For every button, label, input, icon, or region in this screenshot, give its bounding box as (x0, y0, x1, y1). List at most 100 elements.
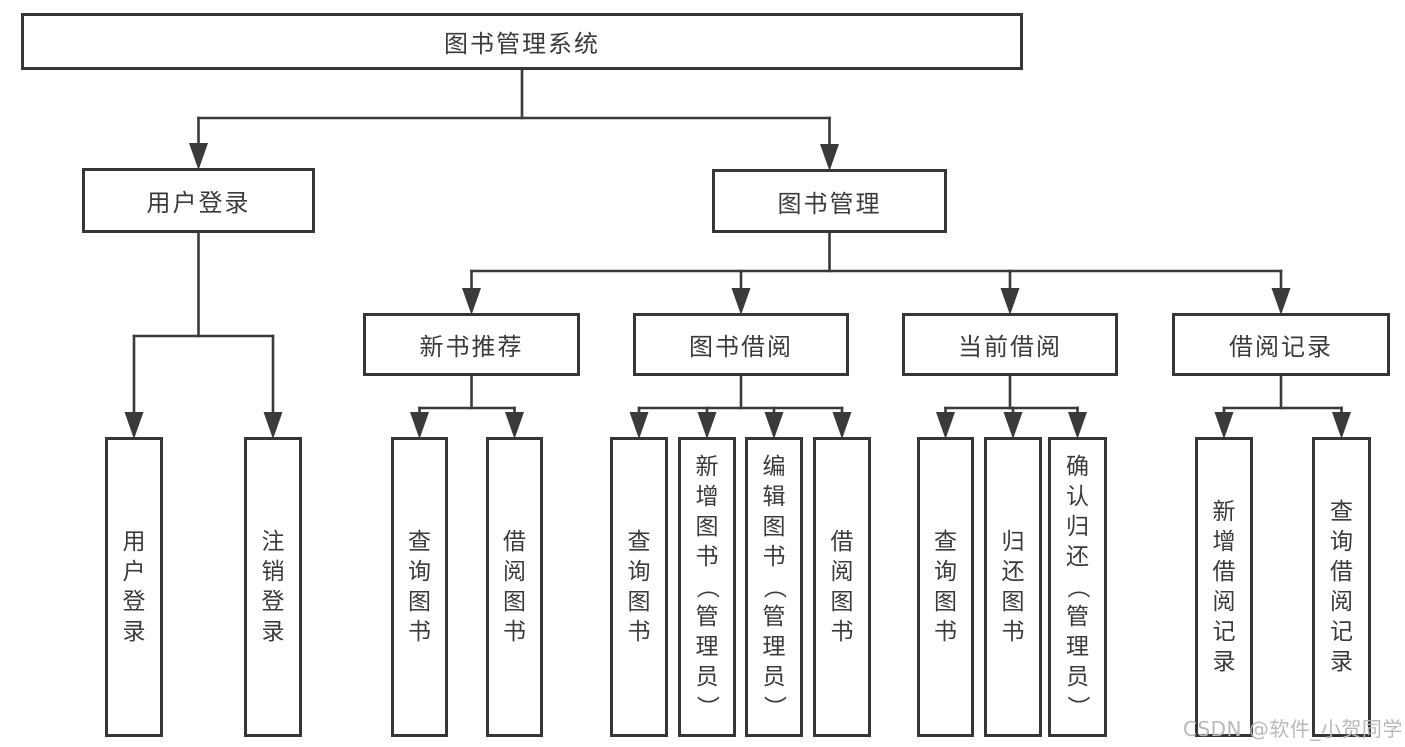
vertical-char: 询 (934, 559, 957, 585)
vertical-char: 查 (934, 529, 957, 555)
arrowhead-down-icon (505, 412, 524, 439)
vertical-char: 询 (627, 559, 651, 585)
node-leaf-user-login: 用户登录 (105, 437, 163, 737)
vertical-char: 借 (1330, 559, 1353, 585)
vertical-char: 员 (695, 664, 719, 690)
vertical-char: 阅 (503, 559, 526, 585)
vertical-char: 借 (830, 529, 854, 555)
node-leaf-return-books: 归还图书 (984, 437, 1042, 737)
vertical-char: 图 (408, 589, 431, 615)
vertical-char: 增 (1212, 529, 1236, 555)
node-book-borrowing: 图书借阅 (633, 313, 849, 376)
vertical-char: 记 (1212, 619, 1236, 645)
node-leaf-add-books-admin: 新增图书（管理员） (678, 437, 736, 737)
vertical-char: 记 (1330, 619, 1353, 645)
arrowhead-down-icon (697, 412, 717, 439)
arrowhead-down-icon (820, 144, 839, 171)
vertical-char: 书 (762, 544, 786, 570)
arrowhead-down-icon (410, 412, 429, 439)
vertical-char: 辑 (762, 484, 786, 510)
node-current-borrowing: 当前借阅 (902, 313, 1118, 376)
node-leaf-query-books-1: 查询图书 (391, 437, 448, 737)
node-leaf-confirm-return-admin: 确认归还 （ 管理员 ） (1048, 437, 1107, 737)
vertical-char: （ (694, 575, 720, 599)
vertical-char: 归 (1001, 529, 1025, 555)
arrowhead-down-icon (1003, 412, 1023, 439)
node-root: 图书管理系统 (21, 13, 1023, 70)
vertical-char: 理 (762, 634, 786, 660)
node-book-management: 图书管理 (712, 169, 947, 233)
node-leaf-add-borrow-record: 新增借阅记录 (1195, 437, 1253, 737)
vertical-char: 录 (261, 619, 285, 645)
vertical-char: 户 (122, 559, 146, 585)
vertical-char: ） (761, 695, 787, 719)
node-user-login: 用户登录 (82, 168, 315, 233)
node-borrowing-records: 借阅记录 (1172, 313, 1390, 376)
vertical-char: 图 (1001, 589, 1025, 615)
vertical-char: 注 (261, 529, 285, 555)
vertical-char: ） (694, 695, 720, 719)
vertical-char: 录 (122, 619, 146, 645)
vertical-char: ） (1064, 695, 1091, 719)
vertical-char: 书 (1001, 619, 1025, 645)
vertical-char: 管 (762, 604, 786, 630)
vertical-char: 书 (695, 544, 719, 570)
vertical-char: （ (1064, 575, 1091, 599)
vertical-char: 图 (503, 589, 526, 615)
node-leaf-borrow-books-2: 借阅图书 (813, 437, 871, 737)
vertical-char: 图 (695, 514, 719, 540)
vertical-char: 图 (830, 589, 854, 615)
vertical-char: 新 (695, 454, 719, 480)
vertical-char: （ (761, 575, 787, 599)
vertical-char: 书 (627, 619, 651, 645)
arrowhead-down-icon (764, 412, 784, 439)
arrowhead-down-icon (731, 288, 751, 315)
vertical-char: 图 (934, 589, 957, 615)
vertical-char: 还 (1066, 544, 1089, 570)
vertical-char: 理 (1066, 634, 1089, 660)
vertical-char: 销 (261, 559, 285, 585)
node-new-book-recommendation: 新书推荐 (363, 313, 580, 376)
vertical-char: 书 (408, 619, 431, 645)
vertical-char: 查 (1330, 499, 1353, 525)
arrowhead-down-icon (263, 412, 283, 439)
vertical-char: 员 (1066, 664, 1089, 690)
vertical-char: 确 (1066, 454, 1089, 480)
vertical-char: 查 (627, 529, 651, 555)
vertical-char: 书 (934, 619, 957, 645)
arrowhead-down-icon (1271, 288, 1291, 315)
vertical-char: 阅 (1330, 589, 1353, 615)
vertical-char: 增 (695, 484, 719, 510)
vertical-char: 询 (408, 559, 431, 585)
arrowhead-down-icon (1000, 288, 1020, 315)
vertical-char: 查 (408, 529, 431, 555)
node-leaf-query-books-3: 查询图书 (917, 437, 974, 737)
watermark: CSDN @软件_小贺同学 (1183, 717, 1403, 741)
vertical-char: 书 (503, 619, 526, 645)
arrowhead-down-icon (124, 412, 144, 439)
vertical-char: 还 (1001, 559, 1025, 585)
vertical-char: 阅 (830, 559, 854, 585)
vertical-char: 用 (122, 529, 146, 555)
node-leaf-query-borrow-record: 查询借阅记录 (1312, 437, 1371, 737)
arrowhead-down-icon (1214, 412, 1234, 439)
vertical-char: 理 (695, 634, 719, 660)
node-leaf-query-books-2: 查询图书 (610, 437, 668, 737)
arrowhead-down-icon (1068, 412, 1087, 439)
node-leaf-borrow-books-1: 借阅图书 (486, 437, 543, 737)
vertical-char: 录 (1330, 649, 1353, 675)
arrowhead-down-icon (189, 143, 208, 170)
vertical-char: 登 (261, 589, 285, 615)
vertical-char: 图 (762, 514, 786, 540)
vertical-char: 编 (762, 454, 786, 480)
node-leaf-logout: 注销登录 (244, 437, 302, 737)
vertical-char: 管 (1066, 604, 1089, 630)
vertical-char: 认 (1066, 484, 1089, 510)
vertical-char: 借 (503, 529, 526, 555)
vertical-char: 借 (1212, 559, 1236, 585)
vertical-char: 询 (1330, 529, 1353, 555)
vertical-char: 归 (1066, 514, 1089, 540)
vertical-char: 书 (830, 619, 854, 645)
